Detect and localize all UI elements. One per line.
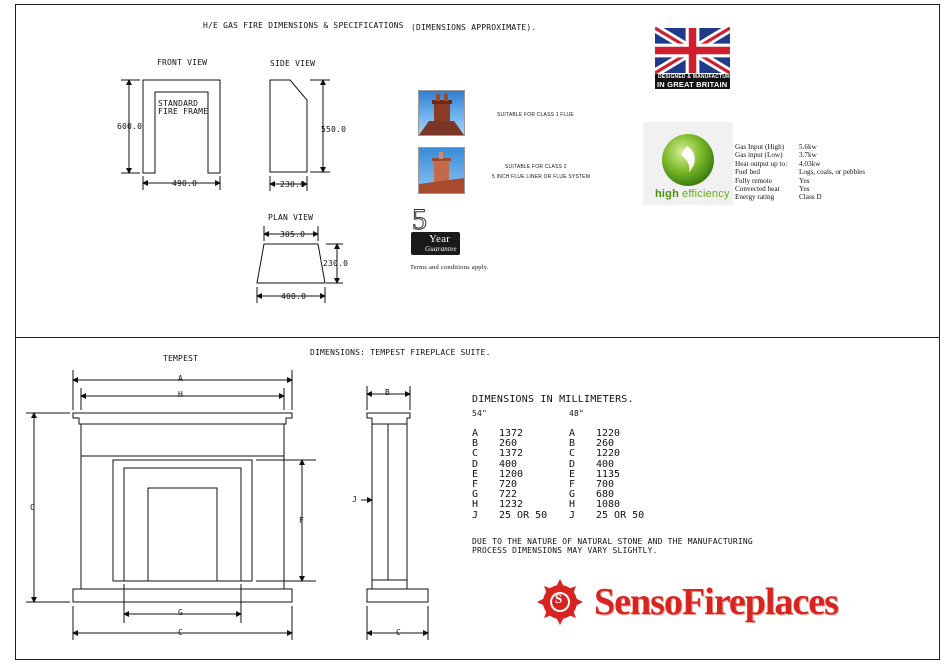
fire-spec-table: Gas Input (High)5.6kw Gas input (Low)3.7… bbox=[735, 143, 865, 202]
plan-view-drawing bbox=[256, 226, 343, 303]
stone-note-line2: PROCESS DIMENSIONS MAY VARY SLIGHTLY. bbox=[472, 546, 658, 555]
tempest-front-drawing bbox=[26, 370, 316, 640]
dim-letter-b: B bbox=[385, 388, 391, 397]
side-view-label: SIDE VIEW bbox=[270, 59, 316, 68]
dim-letter-c-bottom: C bbox=[178, 628, 184, 637]
flue-class2-line2: 5 INCH FLUE LINER OR FLUE SYSTEM bbox=[492, 174, 591, 180]
tempest-side-drawing bbox=[361, 386, 429, 640]
front-view-inner-2: FIRE FRAME bbox=[158, 107, 209, 116]
plan-view-label: PLAN VIEW bbox=[268, 213, 314, 222]
col-48-header: 48" bbox=[569, 409, 585, 418]
flue-class2-line1: SUITABLE FOR CLASS 2 bbox=[505, 164, 567, 170]
front-view-height: 600.0 bbox=[117, 122, 143, 131]
uk-badge-bar bbox=[655, 74, 730, 89]
side-view-drawing bbox=[269, 79, 330, 191]
chimney-photo-class1 bbox=[418, 90, 465, 136]
senso-brand-name: SensoFireplaces bbox=[594, 581, 839, 623]
senso-emblem-icon bbox=[535, 577, 585, 627]
guarantee-number: 5 bbox=[411, 203, 428, 237]
dim-letter-a: A bbox=[178, 374, 184, 383]
col-54-header: 54" bbox=[472, 409, 488, 418]
guarantee-badge bbox=[411, 232, 460, 255]
spec-title: H/E GAS FIRE DIMENSIONS & SPECIFICATIONS bbox=[203, 21, 404, 30]
uk-badge-line2: IN GREAT BRITAIN bbox=[657, 80, 728, 89]
dim-letter-c-side: C bbox=[30, 503, 36, 512]
high-efficiency-logo bbox=[643, 122, 733, 205]
he-logo-part1: high bbox=[655, 188, 680, 200]
approx-note: (DIMENSIONS APPROXIMATE). bbox=[411, 23, 537, 32]
spec-row: Gas input (Low)3.7kw bbox=[735, 151, 817, 160]
uk-badge-line1: DESIGNED & MANUFACTURED bbox=[658, 74, 738, 80]
side-view-height: 550.0 bbox=[321, 125, 347, 134]
dim-letter-c-right: C bbox=[396, 628, 402, 637]
union-flag bbox=[652, 24, 733, 77]
plan-view-depth: 230.0 bbox=[323, 259, 349, 268]
plan-view-bottom: 400.0 bbox=[281, 292, 307, 301]
front-view-inner-1: STANDARD bbox=[158, 99, 199, 108]
side-view-depth: 230.0 bbox=[280, 180, 306, 189]
dim-letter-g: G bbox=[178, 608, 184, 617]
tempest-dims-title: DIMENSIONS: TEMPEST FIREPLACE SUITE. bbox=[310, 348, 491, 357]
guarantee-year: Year bbox=[429, 233, 451, 245]
spec-row: Heat output up to:4.03kw bbox=[735, 159, 821, 168]
plan-view-top: 305.0 bbox=[280, 230, 306, 239]
front-view-drawing bbox=[121, 79, 221, 190]
front-view-width: 490.0 bbox=[172, 179, 198, 188]
dim-letter-j: J bbox=[352, 495, 358, 504]
chimney-photo-class2 bbox=[418, 147, 465, 194]
drawing-frame bbox=[15, 4, 940, 660]
guarantee-word: Guarantee bbox=[425, 245, 457, 253]
he-logo-part2: efficiency bbox=[682, 188, 730, 200]
senso-emblem-letter: S bbox=[555, 591, 563, 606]
spec-row: Gas Input (High)5.6kw bbox=[735, 143, 817, 151]
guarantee-terms: Terms and conditions apply. bbox=[410, 264, 489, 271]
section-divider bbox=[15, 337, 940, 338]
tempest-label: TEMPEST bbox=[163, 354, 199, 363]
dims-in-mm-title: DIMENSIONS IN MILLIMETERS. bbox=[472, 394, 634, 405]
stone-note-line1: DUE TO THE NATURE OF NATURAL STONE AND T… bbox=[472, 537, 753, 546]
flue-class1: SUITABLE FOR CLASS 1 FLUE bbox=[497, 112, 574, 118]
dim-letter-h: H bbox=[178, 390, 184, 399]
front-view-label: FRONT VIEW bbox=[157, 58, 208, 67]
dim-letter-f: F bbox=[299, 516, 305, 525]
